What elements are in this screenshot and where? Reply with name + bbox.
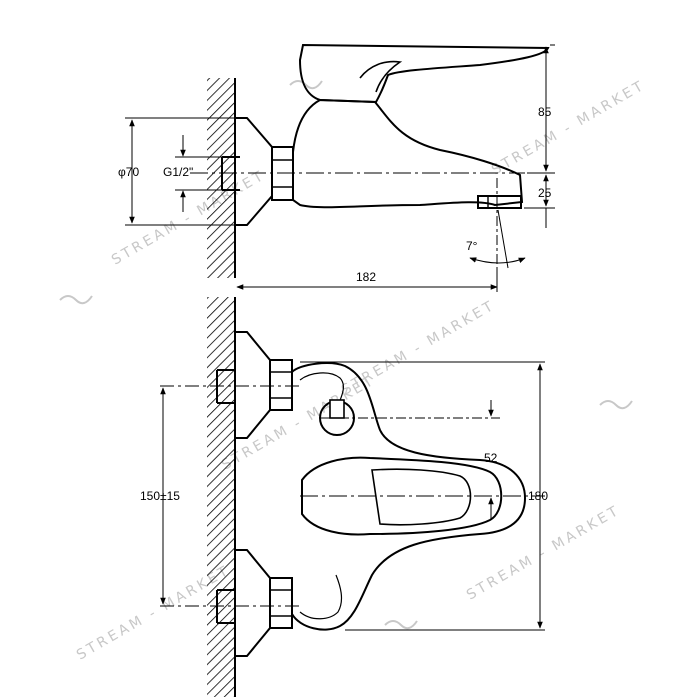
label-spout-height: 25: [538, 186, 552, 200]
body-top: [291, 362, 527, 631]
watermark-text-1: STREAM - MARKET: [109, 167, 268, 268]
watermark-swoosh-3: [599, 400, 633, 410]
label-thread: G1/2": [163, 165, 193, 179]
nut-upper: [269, 359, 293, 411]
watermark-text-5: STREAM - MARKET: [464, 502, 623, 603]
diverter-slot: [329, 399, 345, 419]
rosette-upper: [235, 331, 271, 439]
label-centers: 150±15: [140, 489, 180, 503]
wall-hatch-bottom: [207, 297, 235, 697]
watermark-swoosh-4: [384, 620, 418, 630]
label-length: 182: [356, 270, 376, 284]
lever-side: [298, 43, 550, 104]
lever-top: [301, 456, 503, 536]
label-height: 85: [538, 105, 552, 119]
watermark-text-2: STREAM - MARKET: [489, 77, 648, 178]
watermark: STREAM - MARKET STREAM - MARKET STREAM -…: [59, 77, 648, 663]
label-handle: 52: [484, 451, 498, 465]
label-angle: 7°: [466, 239, 478, 253]
watermark-swoosh-2: [289, 80, 323, 90]
watermark-swoosh-1: [59, 295, 93, 305]
rosette-lower: [235, 549, 271, 657]
aerator-side: [477, 195, 522, 209]
angle-line-tilt: [497, 209, 509, 269]
lever-top-inner: [371, 468, 472, 526]
lever-cap: [359, 60, 403, 93]
nut-lower: [269, 577, 293, 629]
label-width: 180: [528, 489, 548, 503]
side-view: [125, 43, 555, 292]
label-diameter: φ70: [118, 165, 139, 179]
body-side: [292, 98, 524, 209]
top-view: [160, 297, 545, 697]
angle-arc: [469, 257, 526, 264]
